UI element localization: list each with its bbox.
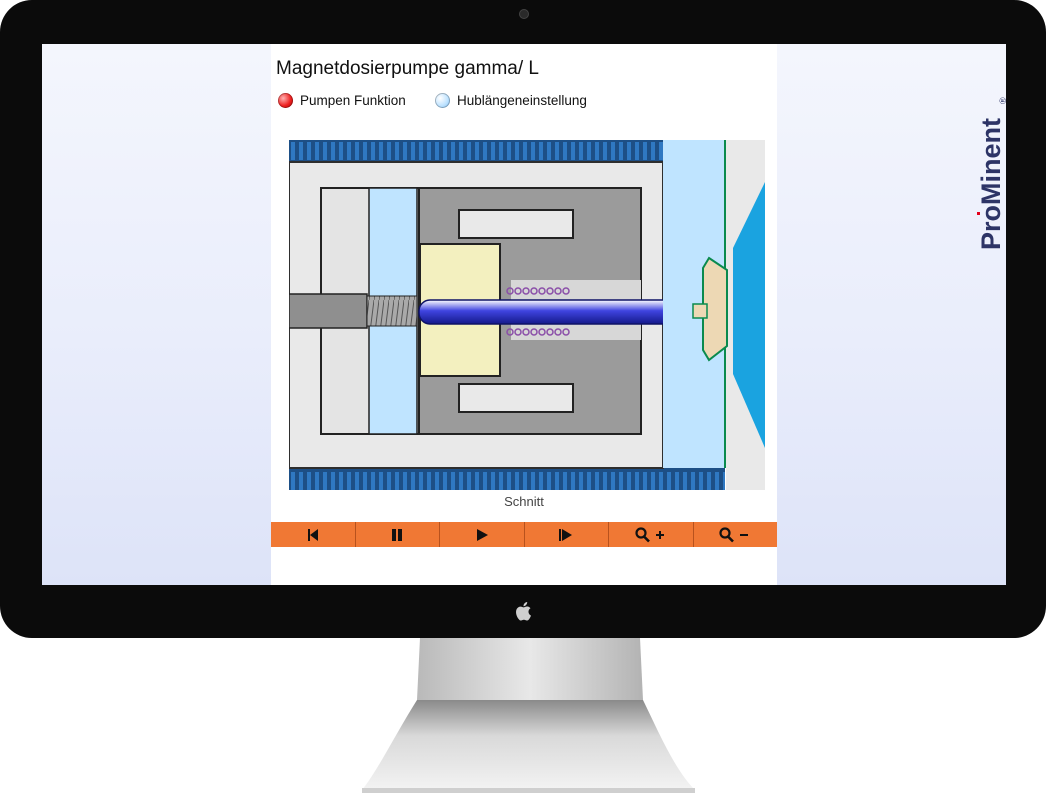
apple-logo-icon	[516, 602, 531, 621]
prominent-logo: ProMinent ®	[976, 97, 1006, 250]
playback-toolbar	[271, 522, 777, 547]
zoom-out-button[interactable]	[694, 522, 778, 547]
step-forward-button[interactable]	[525, 522, 609, 547]
monitor-bezel: Magnetdosierpumpe gamma/ L Pumpen Funkti…	[0, 0, 1046, 638]
play-button[interactable]	[440, 522, 525, 547]
diagram-caption: Schnitt	[504, 494, 544, 509]
pause-icon	[392, 528, 403, 541]
svg-text:ProMinent: ProMinent	[976, 118, 1006, 250]
page-title: Magnetdosierpumpe gamma/ L	[276, 58, 539, 79]
zoom-in-button[interactable]	[609, 522, 694, 547]
option-pumpen-funktion[interactable]: Pumpen Funktion	[278, 93, 406, 108]
webcam-icon	[519, 9, 529, 19]
zoom-in-icon	[635, 526, 664, 542]
skip-back-button[interactable]	[271, 522, 356, 547]
svg-text:®: ®	[998, 97, 1006, 104]
option-hublaengeneinstellung[interactable]: Hublängeneinstellung	[435, 93, 587, 108]
skip-back-icon	[307, 528, 318, 541]
radio-unselected-icon[interactable]	[435, 93, 450, 108]
screen: Magnetdosierpumpe gamma/ L Pumpen Funkti…	[42, 44, 1006, 585]
radio-selected-icon[interactable]	[278, 93, 293, 108]
option-label: Hublängeneinstellung	[457, 93, 587, 108]
pause-button[interactable]	[356, 522, 440, 547]
option-label: Pumpen Funktion	[300, 93, 406, 108]
zoom-out-icon	[719, 526, 749, 542]
play-icon	[476, 528, 488, 541]
pump-cross-section-diagram	[289, 140, 765, 490]
animation-panel: Magnetdosierpumpe gamma/ L Pumpen Funkti…	[271, 44, 777, 585]
step-forward-icon	[559, 528, 573, 541]
